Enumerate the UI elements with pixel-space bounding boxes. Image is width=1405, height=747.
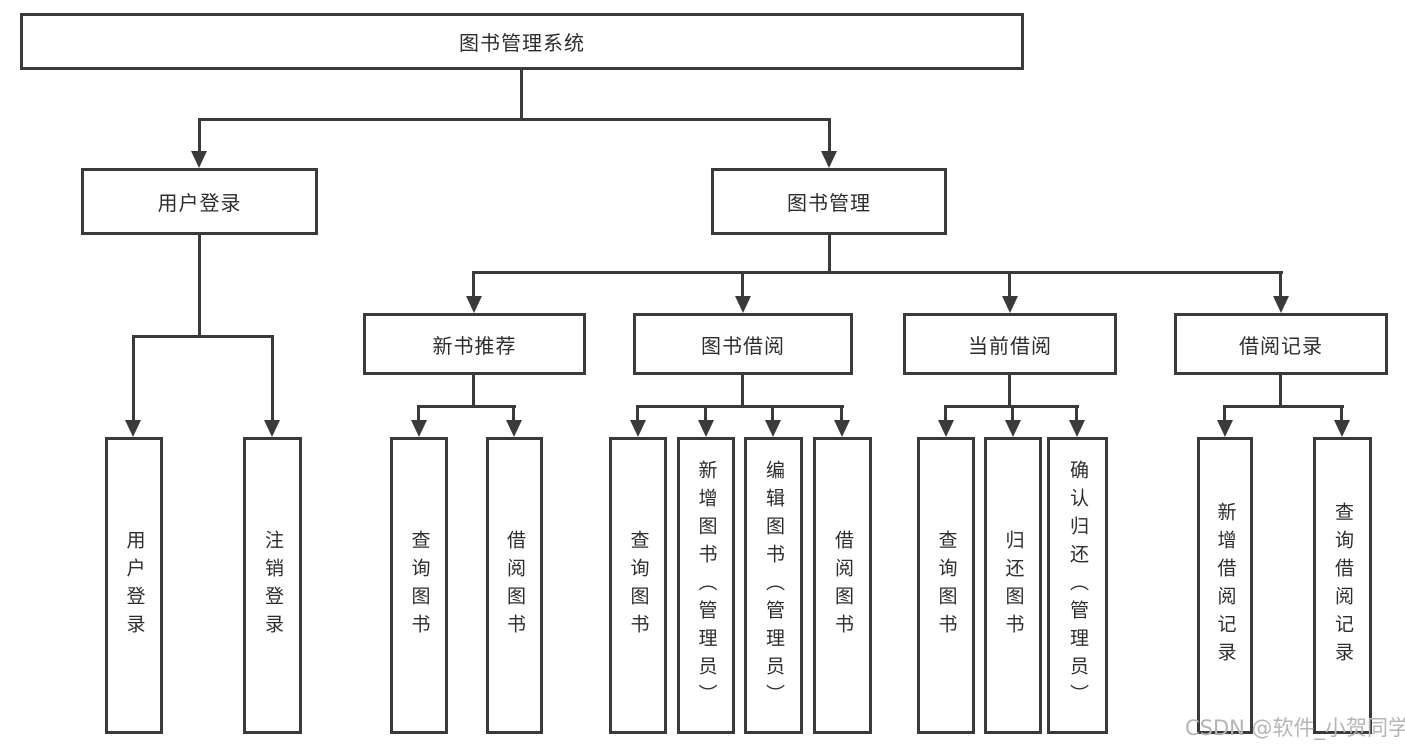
connector-line xyxy=(1008,271,1011,300)
leaf-query-borrow-record: 查询借阅记录 xyxy=(1313,437,1372,734)
arrow-down-icon xyxy=(1002,296,1018,313)
connector-line xyxy=(198,118,201,154)
connector-line xyxy=(828,118,831,154)
connector-line xyxy=(944,405,947,422)
connector-line xyxy=(771,405,774,422)
arrow-down-icon xyxy=(1069,420,1085,437)
node-root: 图书管理系统 xyxy=(20,13,1024,70)
connector-line xyxy=(1075,405,1078,422)
connector-line xyxy=(472,271,1283,274)
connector-line xyxy=(198,233,201,337)
leaf-borrow-books-recommend: 借阅图书 xyxy=(486,437,543,734)
arrow-down-icon xyxy=(125,420,141,437)
leaf-user-login: 用户登录 xyxy=(105,437,163,734)
connector-line xyxy=(1011,405,1014,422)
connector-line xyxy=(1279,271,1282,300)
connector-line xyxy=(417,405,516,408)
connector-line xyxy=(1223,405,1344,408)
arrow-down-icon xyxy=(821,151,837,168)
node-user-login: 用户登录 xyxy=(81,168,318,235)
node-new-book-recommend: 新书推荐 xyxy=(363,313,586,375)
connector-line xyxy=(741,373,744,408)
connector-line xyxy=(520,68,523,120)
arrow-down-icon xyxy=(765,420,781,437)
connector-line xyxy=(636,405,844,408)
arrow-down-icon xyxy=(1334,420,1350,437)
connector-line xyxy=(828,233,831,274)
leaf-return-books: 归还图书 xyxy=(984,437,1042,734)
arrow-down-icon xyxy=(938,420,954,437)
arrow-down-icon xyxy=(506,420,522,437)
arrow-down-icon xyxy=(1273,296,1289,313)
connector-line xyxy=(1279,373,1282,408)
connector-line xyxy=(1340,405,1343,422)
connector-line xyxy=(132,335,274,338)
arrow-down-icon xyxy=(264,420,280,437)
connector-line xyxy=(417,405,420,422)
leaf-edit-books-admin: 编辑图书（管理员） xyxy=(744,437,803,734)
connector-line xyxy=(472,373,475,408)
arrow-down-icon xyxy=(411,420,427,437)
leaf-logout: 注销登录 xyxy=(243,437,302,734)
connector-line xyxy=(741,271,744,300)
connector-line xyxy=(472,271,475,300)
connector-line xyxy=(271,335,274,421)
connector-line xyxy=(1223,405,1226,422)
leaf-borrow-books: 借阅图书 xyxy=(813,437,872,734)
connector-line xyxy=(512,405,515,422)
connector-line xyxy=(198,118,831,121)
leaf-query-books-recommend: 查询图书 xyxy=(390,437,448,734)
arrow-down-icon xyxy=(466,296,482,313)
node-book-borrow: 图书借阅 xyxy=(633,313,853,375)
leaf-query-books-current: 查询图书 xyxy=(917,437,975,734)
connector-line xyxy=(1008,373,1011,408)
arrow-down-icon xyxy=(735,296,751,313)
arrow-down-icon xyxy=(630,420,646,437)
arrow-down-icon xyxy=(834,420,850,437)
csdn-watermark: CSDN @软件_小贺同学 xyxy=(1185,716,1405,740)
connector-line xyxy=(840,405,843,422)
connector-line xyxy=(704,405,707,422)
leaf-confirm-return-admin: 确认归还（管理员） xyxy=(1047,437,1108,734)
node-book-management: 图书管理 xyxy=(711,168,947,235)
leaf-query-books-borrow: 查询图书 xyxy=(609,437,667,734)
arrow-down-icon xyxy=(1217,420,1233,437)
node-current-borrow: 当前借阅 xyxy=(903,313,1117,375)
connector-line xyxy=(132,335,135,421)
leaf-add-borrow-record: 新增借阅记录 xyxy=(1197,437,1253,734)
node-borrow-records: 借阅记录 xyxy=(1174,313,1388,375)
leaf-add-books-admin: 新增图书（管理员） xyxy=(677,437,735,734)
arrow-down-icon xyxy=(1005,420,1021,437)
arrow-down-icon xyxy=(698,420,714,437)
arrow-down-icon xyxy=(191,151,207,168)
connector-line xyxy=(636,405,639,422)
